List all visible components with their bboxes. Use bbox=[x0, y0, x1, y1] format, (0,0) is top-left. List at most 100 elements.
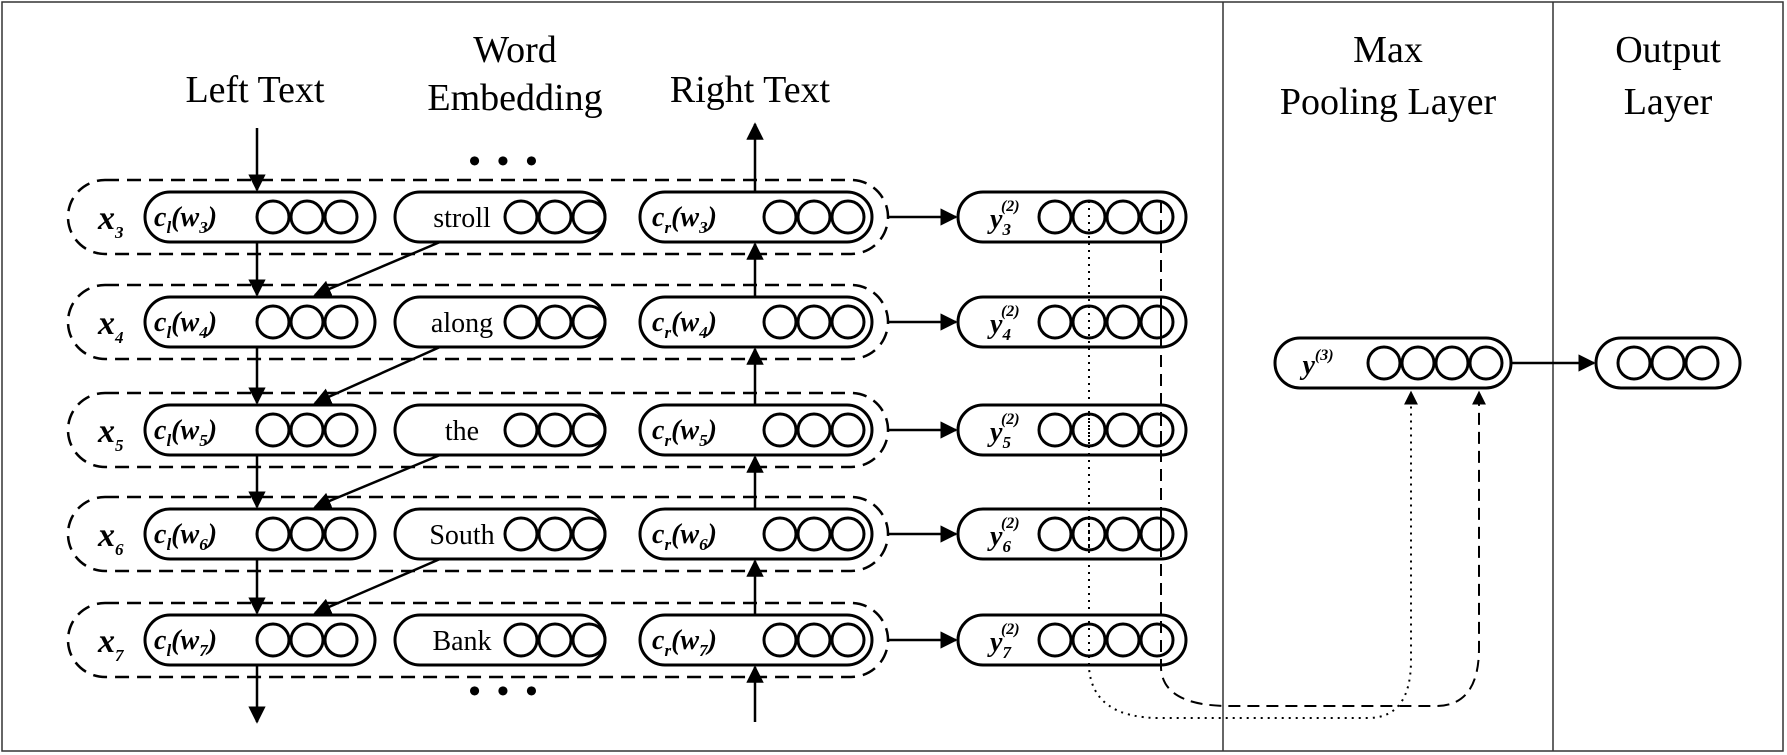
left-context-c-subscript: l bbox=[166, 641, 171, 660]
left-context-close-paren: ) bbox=[205, 625, 217, 656]
right-context-neuron bbox=[762, 304, 798, 340]
row-x-subscript: 4 bbox=[114, 328, 124, 347]
right-context-c-symbol: c bbox=[652, 625, 665, 656]
output-node bbox=[1594, 336, 1742, 390]
right-context-c-symbol: c bbox=[652, 519, 665, 550]
header-max-pooling-line1: Max bbox=[1353, 29, 1423, 71]
left-context-open-paren: ( bbox=[171, 519, 182, 550]
latent-neuron bbox=[1105, 412, 1141, 448]
left-context-c-subscript: l bbox=[166, 535, 171, 554]
word-embedding-neuron bbox=[537, 516, 573, 552]
latent-y-symbol: y bbox=[987, 309, 1003, 340]
latent-y-subscript: 5 bbox=[1002, 433, 1011, 452]
left-context-w-subscript: 6 bbox=[199, 535, 208, 554]
right-context-label: cr(w6) bbox=[652, 519, 717, 554]
right-context-neuron bbox=[762, 516, 798, 552]
left-context-neuron bbox=[323, 412, 359, 448]
latent-neuron bbox=[1139, 304, 1175, 340]
row-x-symbol: x bbox=[97, 413, 115, 450]
latent-neuron bbox=[1105, 516, 1141, 552]
left-context-neuron bbox=[255, 516, 291, 552]
word-embedding-neuron bbox=[503, 622, 539, 658]
latent-y-symbol: y bbox=[987, 627, 1003, 658]
left-context-c-symbol: c bbox=[154, 415, 167, 446]
latent-label: y5(2) bbox=[987, 411, 1020, 452]
left-context-w-symbol: w bbox=[181, 625, 200, 656]
row-x-label: x6 bbox=[97, 517, 124, 559]
latent-label: y4(2) bbox=[987, 303, 1020, 344]
right-context-c-subscript: r bbox=[664, 323, 671, 342]
left-context-neuron bbox=[323, 304, 359, 340]
latent-neuron bbox=[1037, 412, 1073, 448]
latent-y-subscript: 6 bbox=[1002, 537, 1011, 556]
right-context-close-paren: ) bbox=[705, 415, 717, 446]
output-neuron bbox=[1616, 345, 1652, 381]
right-context-w-subscript: 6 bbox=[699, 535, 708, 554]
latent-neuron bbox=[1037, 516, 1073, 552]
row-x-symbol: x bbox=[97, 623, 115, 660]
right-context-label: cr(w5) bbox=[652, 415, 717, 450]
latent-neuron bbox=[1105, 199, 1141, 235]
right-context-c-subscript: r bbox=[664, 431, 671, 450]
latent-y-superscript: (2) bbox=[1001, 411, 1020, 428]
latent-label: y6(2) bbox=[987, 515, 1020, 556]
latent-y-subscript: 7 bbox=[1002, 643, 1012, 662]
left-context-neuron bbox=[289, 516, 325, 552]
right-context-close-paren: ) bbox=[705, 202, 717, 233]
max-pool-y-superscript: (3) bbox=[1315, 347, 1334, 364]
word-embedding-neuron bbox=[537, 304, 573, 340]
latent-y-superscript: (2) bbox=[1001, 198, 1020, 215]
left-context-c-subscript: l bbox=[166, 323, 171, 342]
word-embedding-neuron bbox=[503, 516, 539, 552]
word-embedding-neuron bbox=[503, 412, 539, 448]
left-context-neuron bbox=[255, 199, 291, 235]
right-context-c-symbol: c bbox=[652, 202, 665, 233]
svg-text:y(3): y(3) bbox=[1299, 347, 1333, 381]
embedding-to-left-context-arrow bbox=[313, 345, 441, 405]
right-context-close-paren: ) bbox=[705, 625, 717, 656]
left-context-w-subscript: 7 bbox=[199, 641, 209, 660]
left-context-w-subscript: 5 bbox=[199, 431, 208, 450]
left-context-w-symbol: w bbox=[181, 519, 200, 550]
row-x-symbol: x bbox=[97, 305, 115, 342]
word-embedding-neuron bbox=[503, 199, 539, 235]
word-embedding-neuron bbox=[503, 304, 539, 340]
left-context-c-subscript: l bbox=[166, 431, 171, 450]
left-context-c-subscript: l bbox=[166, 218, 171, 237]
latent-y-symbol: y bbox=[987, 204, 1003, 235]
latent-label: y7(2) bbox=[987, 621, 1020, 662]
max-pool-neuron bbox=[1468, 345, 1504, 381]
row-x-subscript: 5 bbox=[115, 436, 124, 455]
max-selection-dotted-line bbox=[1088, 222, 1418, 719]
left-context-open-paren: ( bbox=[171, 202, 182, 233]
right-context-neuron bbox=[796, 304, 832, 340]
latent-y-subscript: 4 bbox=[1001, 325, 1011, 344]
left-context-label: cl(w3) bbox=[154, 202, 217, 237]
right-context-neuron bbox=[796, 412, 832, 448]
right-context-w-subscript: 5 bbox=[699, 431, 708, 450]
right-context-w-symbol: w bbox=[680, 307, 699, 338]
left-context-neuron bbox=[255, 412, 291, 448]
embedding-to-left-context-arrow bbox=[313, 453, 441, 510]
left-context-neuron bbox=[323, 199, 359, 235]
right-context-c-subscript: r bbox=[664, 535, 671, 554]
latent-neuron bbox=[1037, 199, 1073, 235]
header-left-text: Left Text bbox=[185, 69, 325, 111]
word-embedding-neuron bbox=[537, 412, 573, 448]
row-x-label: x5 bbox=[97, 413, 124, 455]
right-context-c-subscript: r bbox=[664, 641, 671, 660]
right-context-c-subscript: r bbox=[664, 218, 671, 237]
latent-y-subscript: 3 bbox=[1001, 220, 1011, 239]
right-context-open-paren: ( bbox=[671, 202, 682, 233]
right-context-close-paren: ) bbox=[705, 519, 717, 550]
right-context-neuron bbox=[830, 622, 866, 658]
latent-neuron bbox=[1037, 304, 1073, 340]
right-context-neuron bbox=[830, 516, 866, 552]
right-context-w-subscript: 7 bbox=[699, 641, 709, 660]
embedding-to-left-context-arrow bbox=[313, 557, 441, 615]
